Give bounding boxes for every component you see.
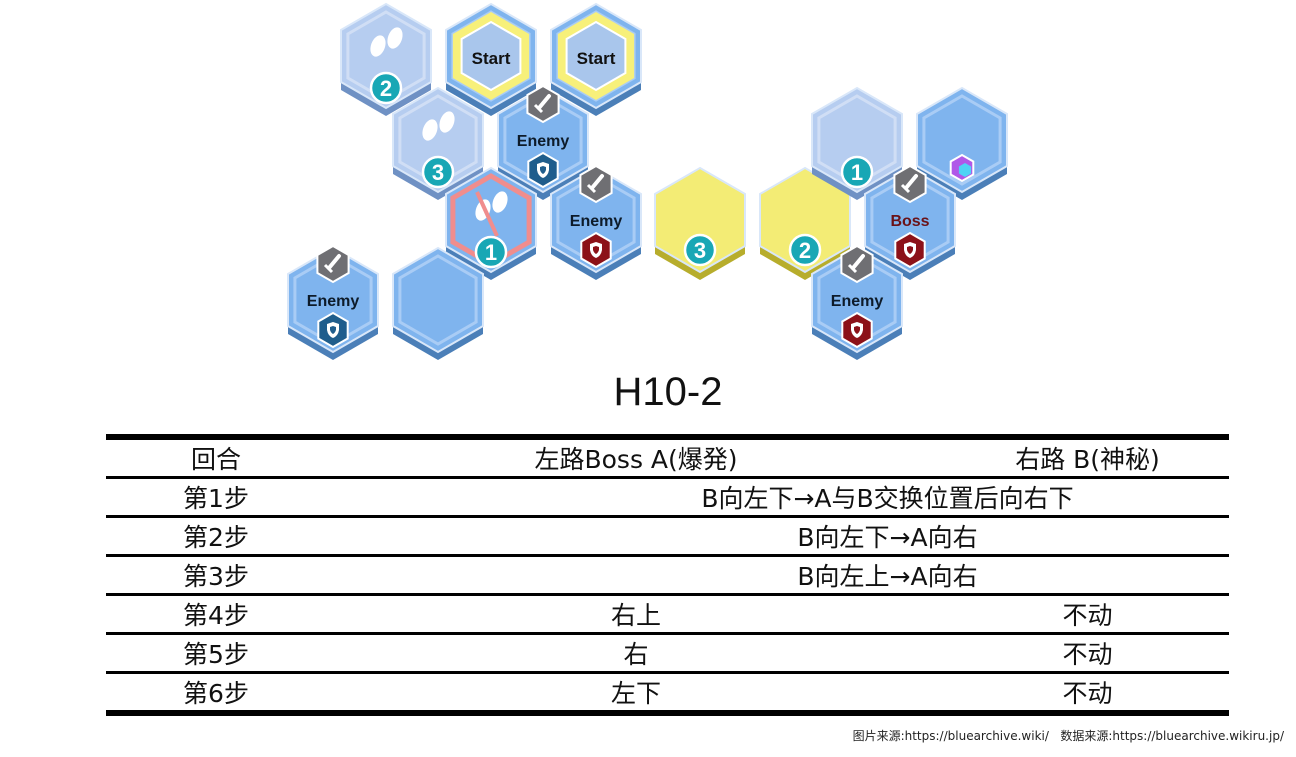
table-row: 第1步 B向左下→A与B交换位置后向右下 xyxy=(106,478,1229,517)
step-badge: 2 xyxy=(788,233,822,267)
right-move-cell: 不动 xyxy=(1062,640,1113,669)
column-header-turn: 回合 xyxy=(190,445,241,474)
map-tile-footprint[interactable]: 2 xyxy=(340,2,432,116)
turn-cell: 第4步 xyxy=(183,601,249,630)
footprint-icon xyxy=(422,111,455,141)
map-tile-enemy[interactable]: Enemy xyxy=(287,244,379,360)
enemy-label: Enemy xyxy=(307,293,360,310)
svg-text:3: 3 xyxy=(694,238,706,263)
turn-cell: 第1步 xyxy=(183,484,249,513)
map-tile-pale[interactable]: 1 xyxy=(811,86,903,200)
map-tile-enemy[interactable]: Enemy xyxy=(497,84,589,200)
table-header-row: 回合 左路Boss A(爆発) 右路 B(神秘) xyxy=(106,437,1229,478)
svg-text:2: 2 xyxy=(799,238,811,263)
map-tile-boss[interactable]: Boss xyxy=(864,164,956,280)
left-move-cell: 右上 xyxy=(610,601,661,630)
map-tile-start[interactable]: Start xyxy=(445,2,537,116)
shield-icon xyxy=(527,151,559,189)
boss-label: Boss xyxy=(890,213,929,230)
turn-cell: 第5步 xyxy=(183,640,249,669)
table-row: 第2步 B向左下→A向右 xyxy=(106,517,1229,556)
column-header-right-boss: 右路 B(神秘) xyxy=(1015,445,1160,474)
start-label: Start xyxy=(577,49,616,68)
step-badge: 2 xyxy=(369,71,403,105)
map-tile-footprint[interactable]: 3 xyxy=(392,86,484,200)
sword-icon xyxy=(840,244,874,284)
enemy-label: Enemy xyxy=(517,133,570,150)
map-tile-plain[interactable] xyxy=(392,246,484,360)
movement-table: 回合 左路Boss A(爆発) 右路 B(神秘) 第1步 B向左下→A与B交换位… xyxy=(106,434,1229,716)
svg-text:1: 1 xyxy=(851,160,863,185)
shield-icon xyxy=(580,231,612,269)
sword-icon xyxy=(579,164,613,204)
svg-text:3: 3 xyxy=(432,160,444,185)
table-row: 第4步 右上 不动 xyxy=(106,595,1229,634)
turn-cell: 第3步 xyxy=(183,562,249,591)
map-tile-enemy[interactable]: Enemy xyxy=(811,244,903,360)
column-header-left-boss: 左路Boss A(爆発) xyxy=(534,445,738,474)
map-tile-enemy[interactable]: Enemy xyxy=(550,164,642,280)
shield-icon xyxy=(841,311,873,349)
map-tile-broken[interactable]: 1 xyxy=(445,166,537,280)
svg-text:1: 1 xyxy=(485,240,497,265)
left-move-cell: 左下 xyxy=(610,679,661,708)
map-tile-yellow[interactable]: 2 xyxy=(759,166,851,280)
right-move-cell: 不动 xyxy=(1062,679,1113,708)
enemy-label: Enemy xyxy=(570,213,623,230)
start-label: Start xyxy=(472,49,511,68)
table-row: 第6步 左下 不动 xyxy=(106,673,1229,713)
left-move-cell: 右 xyxy=(623,640,649,669)
table-row: 第3步 B向左上→A向右 xyxy=(106,556,1229,595)
svg-text:2: 2 xyxy=(380,76,392,101)
source-credit: 图片来源:https://bluearchive.wiki/ 数据来源:http… xyxy=(852,729,1284,743)
footprint-icon xyxy=(370,27,403,57)
sword-icon xyxy=(526,84,560,124)
turn-cell: 第2步 xyxy=(183,523,249,552)
sword-icon xyxy=(316,244,350,284)
map-tile-gem[interactable] xyxy=(916,86,1008,200)
enemy-label: Enemy xyxy=(831,293,884,310)
right-move-cell: 不动 xyxy=(1062,601,1113,630)
merged-move-cell: B向左下→A向右 xyxy=(797,523,978,552)
step-badge: 3 xyxy=(683,233,717,267)
gem-icon xyxy=(949,153,975,183)
shield-icon xyxy=(894,231,926,269)
shield-icon xyxy=(317,311,349,349)
map-tile-yellow[interactable]: 3 xyxy=(654,166,746,280)
merged-move-cell: B向左上→A向右 xyxy=(797,562,978,591)
step-badge: 3 xyxy=(421,155,455,189)
map-tile-start[interactable]: Start xyxy=(550,2,642,116)
step-badge: 1 xyxy=(474,235,508,269)
stage-title: H10-2 xyxy=(613,370,723,414)
step-badge: 1 xyxy=(840,155,874,189)
table-row: 第5步 右 不动 xyxy=(106,634,1229,673)
sword-icon xyxy=(893,164,927,204)
merged-move-cell: B向左下→A与B交换位置后向右下 xyxy=(701,484,1074,513)
turn-cell: 第6步 xyxy=(183,679,249,708)
